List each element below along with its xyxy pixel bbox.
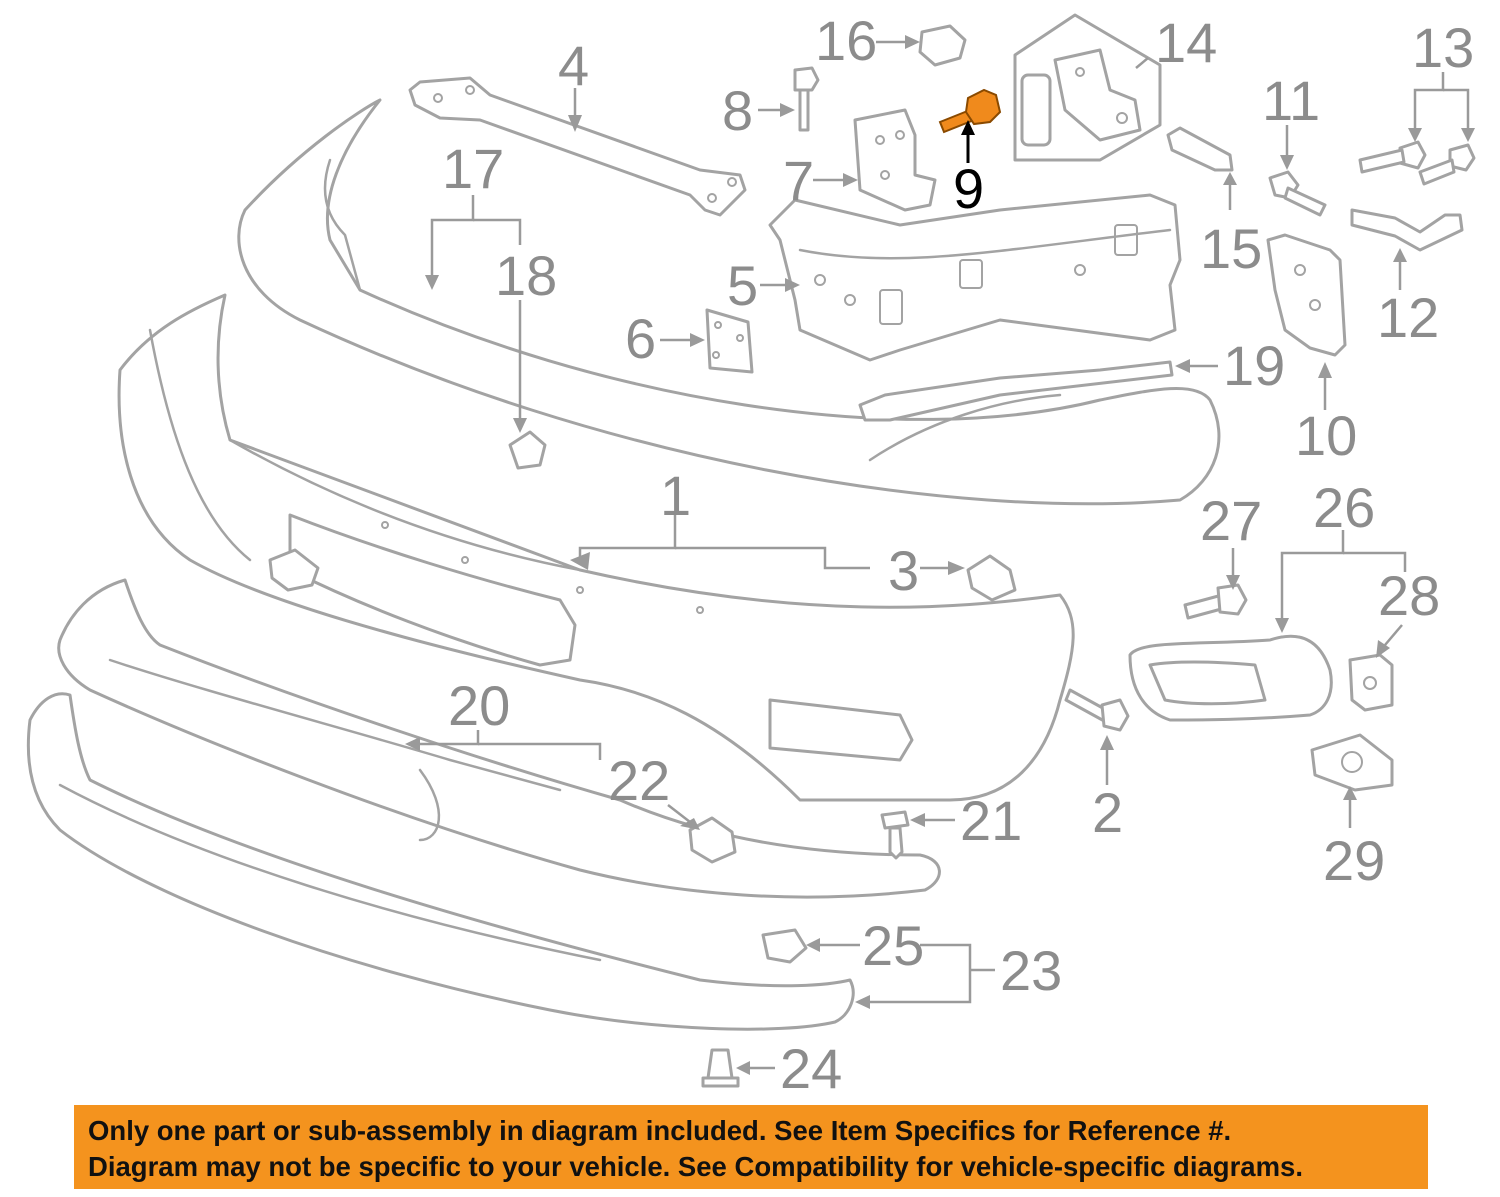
part-8-bolt — [793, 66, 820, 132]
parts-artwork — [26, 13, 1476, 1088]
callout-20: 20 — [448, 674, 510, 737]
callout-23: 23 — [1000, 939, 1062, 1002]
callout-9-highlighted: 9 — [953, 157, 984, 220]
callout-17: 17 — [442, 137, 504, 200]
callout-18: 18 — [495, 244, 557, 307]
callout-4: 4 — [558, 34, 589, 97]
disclaimer-line-1: Only one part or sub-assembly in diagram… — [88, 1115, 1232, 1146]
leader-lines — [405, 35, 1475, 1075]
callout-11: 11 — [1262, 69, 1320, 132]
callout-6: 6 — [625, 307, 656, 370]
callout-10: 10 — [1295, 404, 1357, 467]
callout-27: 27 — [1200, 489, 1262, 552]
callout-labels: 1 2 3 4 5 6 7 8 9 10 11 12 13 14 15 16 1… — [442, 9, 1474, 1100]
part-6-plate — [705, 308, 754, 374]
part-28-clip — [1348, 653, 1394, 712]
callout-25: 25 — [862, 914, 924, 977]
part-19-filler — [858, 360, 1174, 422]
callout-19: 19 — [1223, 334, 1285, 397]
part-17-upper-cover — [237, 98, 1221, 506]
part-10-side-bracket — [1266, 233, 1347, 357]
part-2-bolt — [1064, 688, 1130, 732]
part-15-clip — [1166, 126, 1234, 172]
callout-12: 12 — [1377, 286, 1439, 349]
part-12-bracket — [1350, 208, 1464, 252]
part-23-valance — [26, 692, 855, 1031]
part-20-deflector — [57, 578, 941, 899]
callout-1: 1 — [660, 464, 691, 527]
callout-26: 26 — [1313, 476, 1375, 539]
callout-21: 21 — [960, 789, 1022, 852]
callout-2: 2 — [1092, 781, 1123, 844]
callout-22: 22 — [608, 749, 670, 812]
part-1-face-bar — [117, 293, 1075, 802]
callout-16: 16 — [815, 9, 877, 72]
callout-8: 8 — [722, 79, 753, 142]
part-9-bolt-highlighted — [938, 88, 1002, 134]
part-21-screw — [880, 810, 910, 860]
disclaimer-line-2: Diagram may not be specific to your vehi… — [88, 1151, 1303, 1182]
part-26-fog-lamp — [1128, 634, 1333, 722]
callout-7: 7 — [783, 149, 814, 212]
callout-5: 5 — [727, 254, 758, 317]
part-22-clip-nut — [688, 816, 737, 864]
callout-24: 24 — [780, 1037, 842, 1100]
part-24-push-pin — [701, 1048, 740, 1088]
part-4-tie-bar — [408, 76, 747, 217]
part-3-clip-nut — [268, 548, 320, 592]
disclaimer-banner: Only one part or sub-assembly in diagram… — [74, 1105, 1428, 1189]
part-14-bracket-box — [1013, 13, 1162, 162]
part-5-impact-bar — [768, 193, 1182, 362]
part-25-retainer — [761, 928, 808, 964]
part-29-bracket — [1310, 733, 1394, 792]
callout-28: 28 — [1378, 564, 1440, 627]
callout-14: 14 — [1155, 11, 1217, 74]
part-18-retainer — [508, 430, 547, 470]
callout-13: 13 — [1412, 16, 1474, 79]
callout-3: 3 — [888, 539, 919, 602]
callout-29: 29 — [1323, 829, 1385, 892]
part-11-bolt — [1268, 170, 1327, 217]
part-27-bolt — [1183, 583, 1248, 620]
part-7-bracket — [853, 108, 937, 212]
callout-15: 15 — [1200, 217, 1262, 280]
part-3-clip-nut-main — [966, 554, 1017, 602]
part-13-bolts — [1358, 140, 1476, 186]
part-16-nut — [918, 24, 967, 67]
